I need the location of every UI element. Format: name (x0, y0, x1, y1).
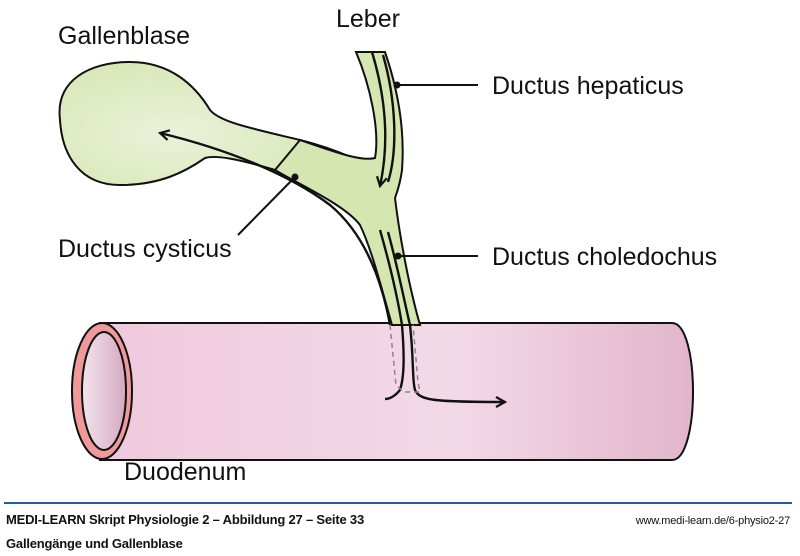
label-cystic-duct: Ductus cysticus (58, 235, 232, 263)
flow-lines (160, 51, 505, 402)
footer-title: MEDI-LEARN Skript Physiologie 2 – Abbild… (6, 512, 364, 527)
footer-divider (4, 502, 792, 504)
hepatic-flow-arrow (370, 51, 385, 186)
leader-dot-hepatic (393, 81, 401, 89)
leader-dot-choledochus (394, 252, 402, 260)
common-duct-line-1 (378, 229, 405, 401)
cystic-flow-arrow (160, 133, 392, 326)
leader-lines (237, 81, 478, 260)
footer-url[interactable]: www.medi-learn.de/6-physio2-27 (635, 515, 790, 527)
bile-duct-diagram: Leber Gallenblase Ductus hepaticus Ductu… (58, 5, 717, 486)
label-liver: Leber (336, 5, 400, 33)
label-common-bile-duct: Ductus choledochus (492, 243, 717, 271)
label-gallbladder: Gallenblase (58, 22, 190, 50)
duodenum-lumen (81, 331, 127, 451)
footer-subtitle: Gallengänge und Gallenblase (6, 536, 183, 551)
duodenum (71, 322, 694, 461)
leader-cystic (237, 176, 296, 236)
label-duodenum: Duodenum (124, 458, 246, 486)
leader-dot-cystic (291, 173, 299, 181)
hepatic-inner-line (381, 54, 396, 183)
duodenum-body (99, 322, 694, 461)
label-hepatic-duct: Ductus hepaticus (492, 72, 684, 100)
common-duct-line-2 (386, 231, 505, 402)
bile-duct (273, 51, 422, 326)
